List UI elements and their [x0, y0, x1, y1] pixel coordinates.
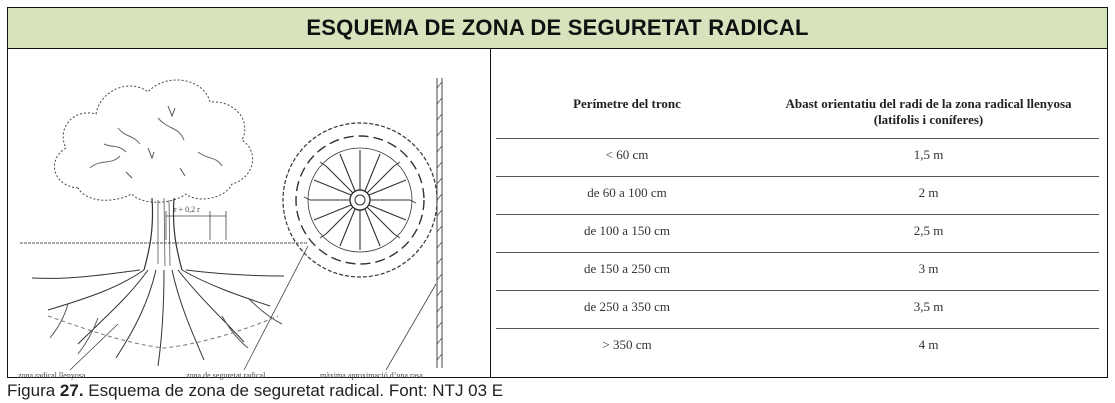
illustration-panel: r + 0,2 r — [8, 48, 491, 380]
figure-title: ESQUEMA DE ZONA DE SEGURETAT RADICAL — [8, 8, 1107, 49]
cell-trunk: de 60 a 100 cm — [496, 176, 758, 215]
header-trunk-perimeter: Perímetre del tronc — [573, 96, 681, 111]
table-row: de 150 a 250 cm 3 m — [496, 252, 1099, 291]
table-row: de 60 a 100 cm 2 m — [496, 176, 1099, 215]
cell-radius: 2,5 m — [758, 214, 1099, 253]
header-radius: Abast orientatiu del radi de la zona rad… — [785, 96, 1072, 127]
dimension-line — [165, 211, 227, 240]
caption-text: Esquema de zona de seguretat radical. Fo… — [88, 381, 504, 400]
cell-trunk: de 100 a 150 cm — [496, 214, 758, 253]
label-root-safety-zone: zona de seguretat radical — [186, 371, 266, 380]
leader-lines — [69, 245, 437, 371]
cell-radius: 3,5 m — [758, 290, 1099, 329]
root-zone-illustration: r + 0,2 r — [20, 78, 443, 371]
table-header-row: Perímetre del tronc Abast orientatiu del… — [496, 92, 1099, 139]
cell-radius: 1,5 m — [758, 138, 1099, 177]
trench-wall-drawing — [436, 78, 443, 368]
caption-prefix: Figura — [7, 381, 56, 400]
cell-radius: 4 m — [758, 328, 1099, 366]
cell-trunk: > 350 cm — [496, 328, 758, 366]
cell-trunk: de 150 a 250 cm — [496, 252, 758, 291]
trunk-drawing — [143, 197, 183, 271]
figure-caption: Figura 27. Esquema de zona de seguretat … — [7, 381, 503, 401]
plan-view-drawing — [282, 122, 438, 278]
cell-trunk: < 60 cm — [496, 138, 758, 177]
tree-crown-drawing — [54, 79, 253, 203]
caption-number: 27. — [59, 381, 84, 400]
root-system-drawing — [31, 269, 285, 367]
figure-frame: ESQUEMA DE ZONA DE SEGURETAT RADICAL — [7, 7, 1108, 380]
root-zone-table: Perímetre del tronc Abast orientatiu del… — [496, 92, 1099, 366]
label-woody-root-zone: zona radical llenyosa — [18, 371, 86, 380]
table-row: de 100 a 150 cm 2,5 m — [496, 214, 1099, 253]
table-row: de 250 a 350 cm 3,5 m — [496, 290, 1099, 329]
table-panel: Perímetre del tronc Abast orientatiu del… — [490, 48, 1107, 377]
label-max-trench-approach: màxima aproximació d’una rasa — [320, 371, 423, 380]
cell-radius: 3 m — [758, 252, 1099, 291]
cell-trunk: de 250 a 350 cm — [496, 290, 758, 329]
cell-radius: 2 m — [758, 176, 1099, 215]
dimension-label: r + 0,2 r — [174, 205, 200, 214]
table-row: < 60 cm 1,5 m — [496, 138, 1099, 177]
table-row: > 350 cm 4 m — [496, 328, 1099, 366]
